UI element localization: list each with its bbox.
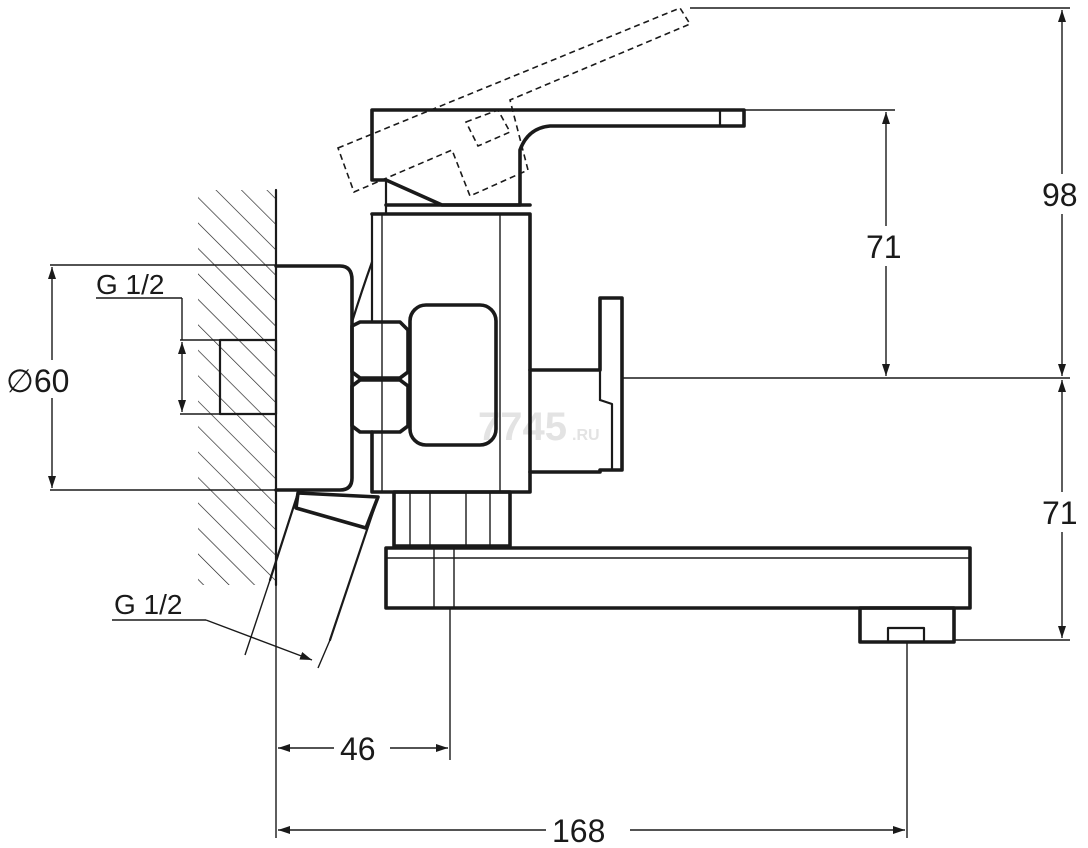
watermark-suffix: .RU: [572, 427, 600, 444]
watermark-text: 7745: [478, 405, 567, 449]
mixer-body: [350, 212, 532, 494]
spout: [384, 546, 972, 644]
watermark: 7745 .RU: [478, 405, 600, 449]
spout-reach-label: 168: [552, 813, 605, 848]
dimension-body-offset: 46: [278, 728, 448, 768]
dimension-thread-outlet: G 1/2: [112, 589, 313, 661]
wall: [198, 188, 278, 587]
extension-lines: [50, 7, 1070, 838]
lever-handle-raised-position: [336, 7, 692, 198]
spout-height-label: 71: [1042, 495, 1078, 531]
handle-height-label: 71: [866, 229, 902, 265]
dimension-spout-height: 71: [1040, 380, 1086, 638]
dimension-diameter: ∅60: [4, 267, 80, 488]
dimension-total-height: 98: [1040, 10, 1086, 376]
total-height-label: 98: [1042, 177, 1078, 213]
dimension-handle-height: 71: [862, 112, 912, 376]
spout-connector-nuts: [392, 490, 512, 548]
inlet-pipe: [218, 338, 278, 416]
body-offset-label: 46: [340, 731, 376, 767]
thread-outlet-label: G 1/2: [114, 589, 182, 620]
wall-escutcheon: [274, 264, 354, 492]
dimension-spout-reach: 168: [278, 810, 905, 848]
thread-inlet-label: G 1/2: [96, 269, 164, 300]
angled-inlet-connector: [244, 491, 380, 669]
dimension-thread-inlet: G 1/2: [96, 269, 186, 412]
diameter-label: ∅60: [6, 363, 69, 399]
hex-nuts: [350, 320, 410, 434]
lever-handle: [370, 108, 746, 216]
diverter-switch: [528, 296, 624, 474]
